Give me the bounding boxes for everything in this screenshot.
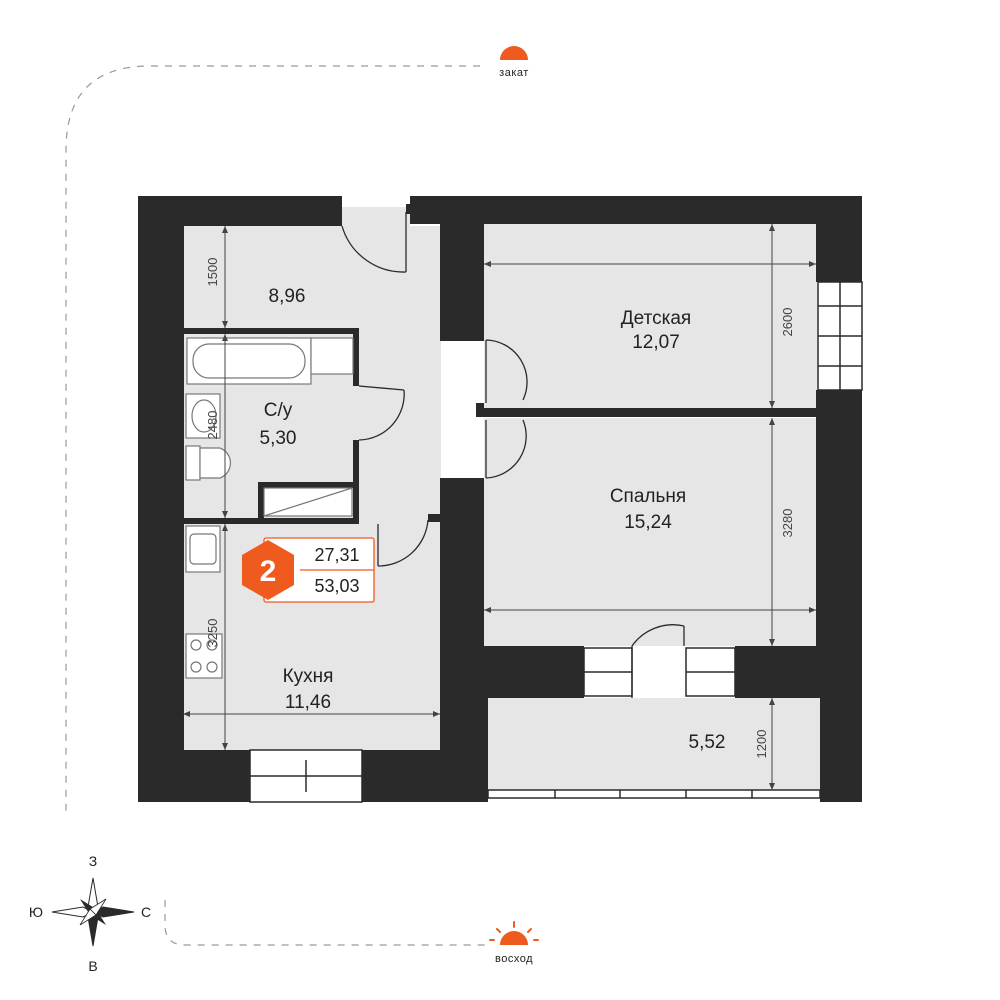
floor-entry bbox=[342, 207, 410, 227]
dim-bathroom: 2480 bbox=[205, 411, 220, 440]
toilet-icon bbox=[185, 445, 232, 481]
kitchen-name: Кухня bbox=[283, 666, 334, 687]
sunrise-label: восход bbox=[495, 953, 533, 965]
floor-kids-room bbox=[484, 224, 817, 410]
dimension-lines bbox=[183, 224, 816, 790]
walls bbox=[138, 196, 862, 802]
window-bedroom-left bbox=[583, 647, 633, 697]
compass-west-label: Ю bbox=[29, 904, 43, 920]
sunset-icon bbox=[500, 46, 528, 60]
balcony-area: 5,52 bbox=[689, 732, 726, 753]
orientation-path-bottom bbox=[164, 900, 485, 946]
bedroom-area: 15,24 bbox=[624, 512, 672, 533]
hall-area: 8,96 bbox=[269, 286, 306, 307]
apartment-badge: 2 27,31 53,03 bbox=[242, 537, 375, 603]
dim-kids-room: 2600 bbox=[780, 308, 795, 337]
compass-rose-icon bbox=[51, 877, 135, 947]
badge-room-count: 2 bbox=[260, 555, 277, 588]
badge-total-area: 53,03 bbox=[314, 576, 359, 596]
compass-east-label: С bbox=[141, 904, 151, 920]
washing-machine-icon bbox=[263, 487, 353, 517]
floor-balcony bbox=[488, 698, 820, 793]
sink-icon bbox=[185, 393, 221, 439]
kids-room-name: Детская bbox=[621, 308, 691, 329]
dim-balcony: 1200 bbox=[754, 730, 769, 759]
window-kitchen bbox=[249, 749, 363, 803]
doors bbox=[341, 212, 685, 698]
window-bedroom-right bbox=[685, 647, 736, 697]
bathtub-icon bbox=[186, 337, 354, 385]
badge-hexagon-icon bbox=[242, 540, 294, 600]
bathroom-name: С/у bbox=[264, 400, 293, 421]
stove-icon bbox=[185, 633, 223, 679]
dim-kitchen: 3250 bbox=[205, 619, 220, 648]
compass-north-label: З bbox=[89, 853, 97, 869]
kids-room-area: 12,07 bbox=[632, 332, 680, 353]
badge-living-area: 27,31 bbox=[314, 545, 359, 565]
sunrise-icon bbox=[489, 921, 539, 945]
kitchen-area: 11,46 bbox=[285, 692, 331, 713]
dim-hall: 1500 bbox=[205, 258, 220, 287]
sunset-label: закат bbox=[499, 67, 529, 79]
bathroom-area: 5,30 bbox=[260, 428, 297, 449]
compass-south-label: В bbox=[88, 958, 97, 974]
bedroom-name: Спальня bbox=[610, 486, 686, 507]
balcony-glazing bbox=[487, 789, 821, 799]
dim-bedroom: 3280 bbox=[780, 509, 795, 538]
dimension-arrows bbox=[183, 224, 816, 790]
window-kids-room bbox=[817, 281, 863, 391]
orientation-path bbox=[65, 65, 480, 815]
kitchen-sink-icon bbox=[185, 525, 221, 573]
floor-bedroom bbox=[484, 418, 817, 646]
